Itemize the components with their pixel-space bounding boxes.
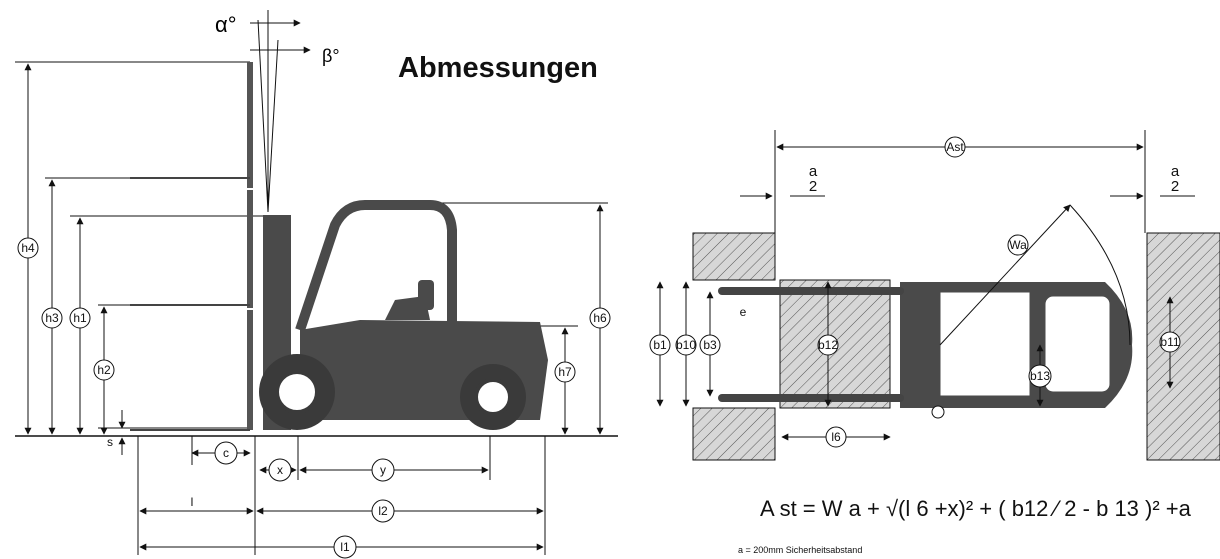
- label-l1: l1: [340, 540, 350, 554]
- label-b1: b1: [653, 338, 667, 352]
- tilt-angle-lines: [250, 10, 311, 213]
- label-half-right: 2: [1171, 178, 1179, 195]
- top-forks: [718, 287, 904, 402]
- mast-stacks: [247, 62, 253, 430]
- label-h7: h7: [558, 365, 572, 379]
- wall-left-top: [692, 232, 776, 281]
- label-ast: Ast: [946, 140, 964, 154]
- forklift-truck: [259, 200, 548, 430]
- label-b13: b13: [1030, 369, 1050, 383]
- label-b3: b3: [703, 338, 717, 352]
- side-view-drawing: α° β°: [15, 10, 618, 559]
- label-h3: h3: [45, 311, 59, 325]
- label-l2: l2: [378, 504, 388, 518]
- label-half-left: 2: [809, 178, 817, 195]
- label-h6: h6: [593, 311, 607, 325]
- label-a-right: a: [1171, 163, 1180, 180]
- ast-formula: A st = W a + √(l 6 +x)² + ( b12 ⁄ 2 - b …: [760, 496, 1191, 522]
- label-h2: h2: [97, 363, 111, 377]
- page-title: Abmessungen: [398, 52, 598, 84]
- label-a-left: a: [809, 163, 818, 180]
- wall-right: [1146, 232, 1220, 461]
- label-h1: h1: [73, 311, 87, 325]
- label-s: s: [107, 435, 113, 449]
- top-view-drawing: Ast Wa a 2 a 2 b1 b10 b3 b12 b13 b11 e l…: [649, 130, 1220, 461]
- label-b12: b12: [818, 338, 838, 352]
- label-e: e: [740, 305, 747, 319]
- label-y: y: [380, 463, 386, 477]
- label-l: l: [191, 495, 194, 509]
- label-b10: b10: [676, 338, 696, 352]
- label-l6: l6: [831, 430, 841, 444]
- alpha-label: α°: [215, 12, 237, 37]
- beta-label: β°: [322, 46, 340, 66]
- label-h4: h4: [21, 241, 35, 255]
- safety-distance-note: a = 200mm Sicherheitsabstand: [738, 545, 863, 555]
- fork-lines: [130, 177, 250, 431]
- side-labels: h4 h3 h1 h2 h6 h7 s c x y l l2 l1: [17, 237, 611, 559]
- formula-text: A st = W a + √(l 6 +x)² + ( b12 ⁄ 2 - b …: [760, 496, 1191, 521]
- label-c: c: [223, 446, 229, 460]
- label-b11: b11: [1160, 335, 1179, 349]
- label-x: x: [277, 463, 283, 477]
- label-wa: Wa: [1009, 238, 1027, 252]
- top-labels: Ast Wa a 2 a 2 b1 b10 b3 b12 b13 b11 e l…: [649, 136, 1181, 448]
- wall-left-bottom: [692, 407, 776, 461]
